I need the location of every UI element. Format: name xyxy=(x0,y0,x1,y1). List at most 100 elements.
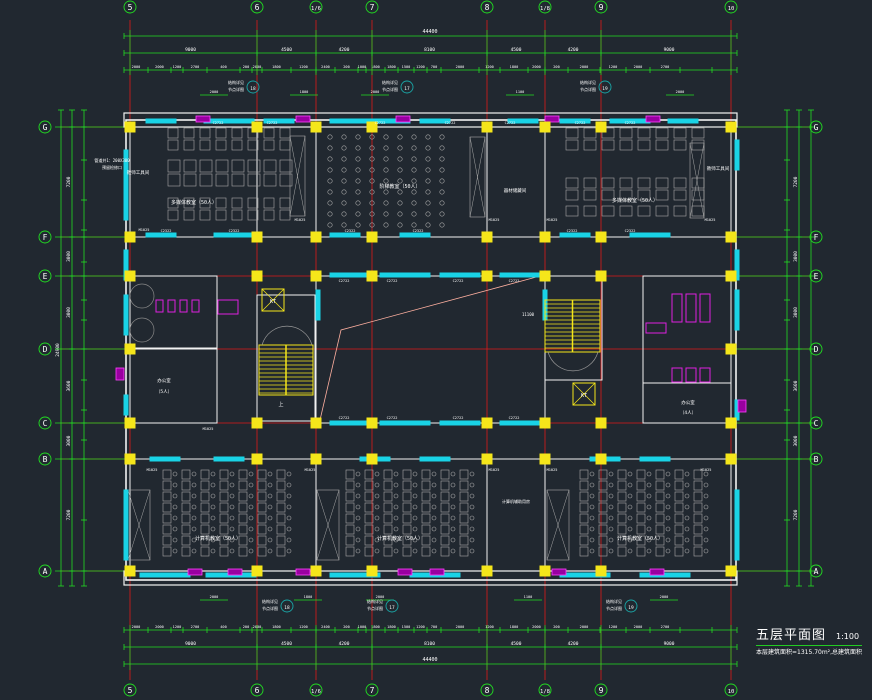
detail-ref-number: 18 xyxy=(250,86,256,92)
detail-ref-bubble xyxy=(598,80,612,94)
computer-chair xyxy=(684,482,690,488)
computer-chair xyxy=(393,548,399,554)
computer-desk xyxy=(598,491,608,502)
computer-chair xyxy=(172,515,178,521)
computer-desk xyxy=(402,502,412,513)
door-code: M1025 xyxy=(547,218,558,222)
seat xyxy=(411,134,417,140)
window-layer xyxy=(115,115,747,578)
computer-desk xyxy=(598,469,608,480)
computer-desk xyxy=(459,469,469,480)
toilet-fixture-left xyxy=(191,299,200,313)
cabinet xyxy=(469,136,486,218)
computer-chair xyxy=(286,548,292,554)
seat xyxy=(425,189,431,195)
desk xyxy=(199,159,213,173)
computer-chair xyxy=(210,493,216,499)
computer-chair xyxy=(286,515,292,521)
computer-desk xyxy=(219,535,229,546)
axis-bubble-right-2-label: E xyxy=(814,272,819,281)
toilet-fixture-right xyxy=(671,293,683,323)
computer-desk xyxy=(674,469,684,480)
computer-chair xyxy=(703,482,709,488)
axis-bubble-top-3-circle xyxy=(365,0,379,14)
computer-desk xyxy=(345,513,355,524)
axis-bubble-bottom-3-circle xyxy=(365,683,379,697)
seat xyxy=(327,200,333,206)
room-office-right xyxy=(642,382,732,424)
computer-chair xyxy=(229,537,235,543)
computer-desk xyxy=(383,546,393,557)
bottom-detail-label: 2000 xyxy=(155,625,164,629)
door-code: M1025 xyxy=(295,218,306,222)
window-code: C2722 xyxy=(267,121,278,125)
window-code: C2722 xyxy=(339,416,350,420)
computer-chair xyxy=(450,493,456,499)
computer-chair xyxy=(393,537,399,543)
computer-chair xyxy=(665,493,671,499)
seat xyxy=(439,200,445,206)
seat xyxy=(397,189,403,195)
top-detail-label: 1800 xyxy=(387,65,396,69)
computer-chair xyxy=(248,515,254,521)
room-bottom-middle xyxy=(315,458,488,572)
seat xyxy=(397,156,403,162)
structural-column xyxy=(310,565,322,577)
desk xyxy=(183,139,195,151)
bottom-detail-label: 1800 xyxy=(272,625,281,629)
room-label-top-right: 多媒体教室（50人） xyxy=(612,197,658,204)
computer-desk xyxy=(181,502,191,513)
toilet-fixture-left xyxy=(167,299,176,313)
seat xyxy=(383,189,389,195)
axis-bubble-left-6-label: A xyxy=(43,567,48,576)
seat xyxy=(355,200,361,206)
axis-bubble-bottom-7-circle xyxy=(724,683,738,697)
computer-desk xyxy=(421,469,431,480)
structural-column xyxy=(725,343,737,355)
seat xyxy=(341,167,347,173)
structural-column xyxy=(124,121,136,133)
axis-bubble-bottom-0-circle xyxy=(123,683,137,697)
computer-chair xyxy=(191,504,197,510)
door-dim-label: 1800 xyxy=(304,595,313,599)
axis-bubble-top-7-circle xyxy=(724,0,738,14)
computer-chair xyxy=(248,471,254,477)
computer-desk xyxy=(579,513,589,524)
window-top xyxy=(507,118,539,124)
detail-ref-sub: 节点详图 xyxy=(228,86,244,92)
atrium-void xyxy=(315,275,546,424)
computer-chair xyxy=(248,493,254,499)
axis-bubble-bottom-1-circle xyxy=(250,683,264,697)
seat xyxy=(341,145,347,151)
bottom-bays-label: 9000 xyxy=(664,641,675,647)
computer-desk xyxy=(459,502,469,513)
axis-bubble-top-5-label: 1/8 xyxy=(540,6,550,12)
desk xyxy=(279,197,291,209)
axis-bubble-bottom-5-circle xyxy=(538,683,552,697)
seat xyxy=(327,145,333,151)
seat xyxy=(411,211,417,217)
left-total-label: 24900 xyxy=(55,343,61,357)
computer-chair xyxy=(191,537,197,543)
computer-desk xyxy=(345,480,355,491)
computer-chair xyxy=(267,526,273,532)
computer-desk xyxy=(459,513,469,524)
computer-desk xyxy=(440,546,450,557)
vent-grille-side xyxy=(115,367,125,381)
seat xyxy=(411,189,417,195)
desk xyxy=(183,159,197,173)
computer-chair xyxy=(210,515,216,521)
axis-bubble-top-0-label: 5 xyxy=(128,3,133,12)
window-code: C2322 xyxy=(625,229,636,233)
computer-chair xyxy=(286,482,292,488)
room-label-top-left-side: 教师工具间 xyxy=(127,169,150,176)
axis-bubble-top-3-label: 7 xyxy=(370,3,375,12)
computer-desk xyxy=(345,524,355,535)
top-detail-label: 1000 xyxy=(358,65,367,69)
computer-chair xyxy=(248,537,254,543)
computer-chair xyxy=(703,471,709,477)
seat xyxy=(341,189,347,195)
computer-desk xyxy=(364,535,374,546)
axis-bubble-bottom-3-label: 7 xyxy=(370,686,375,695)
desk xyxy=(583,189,597,201)
